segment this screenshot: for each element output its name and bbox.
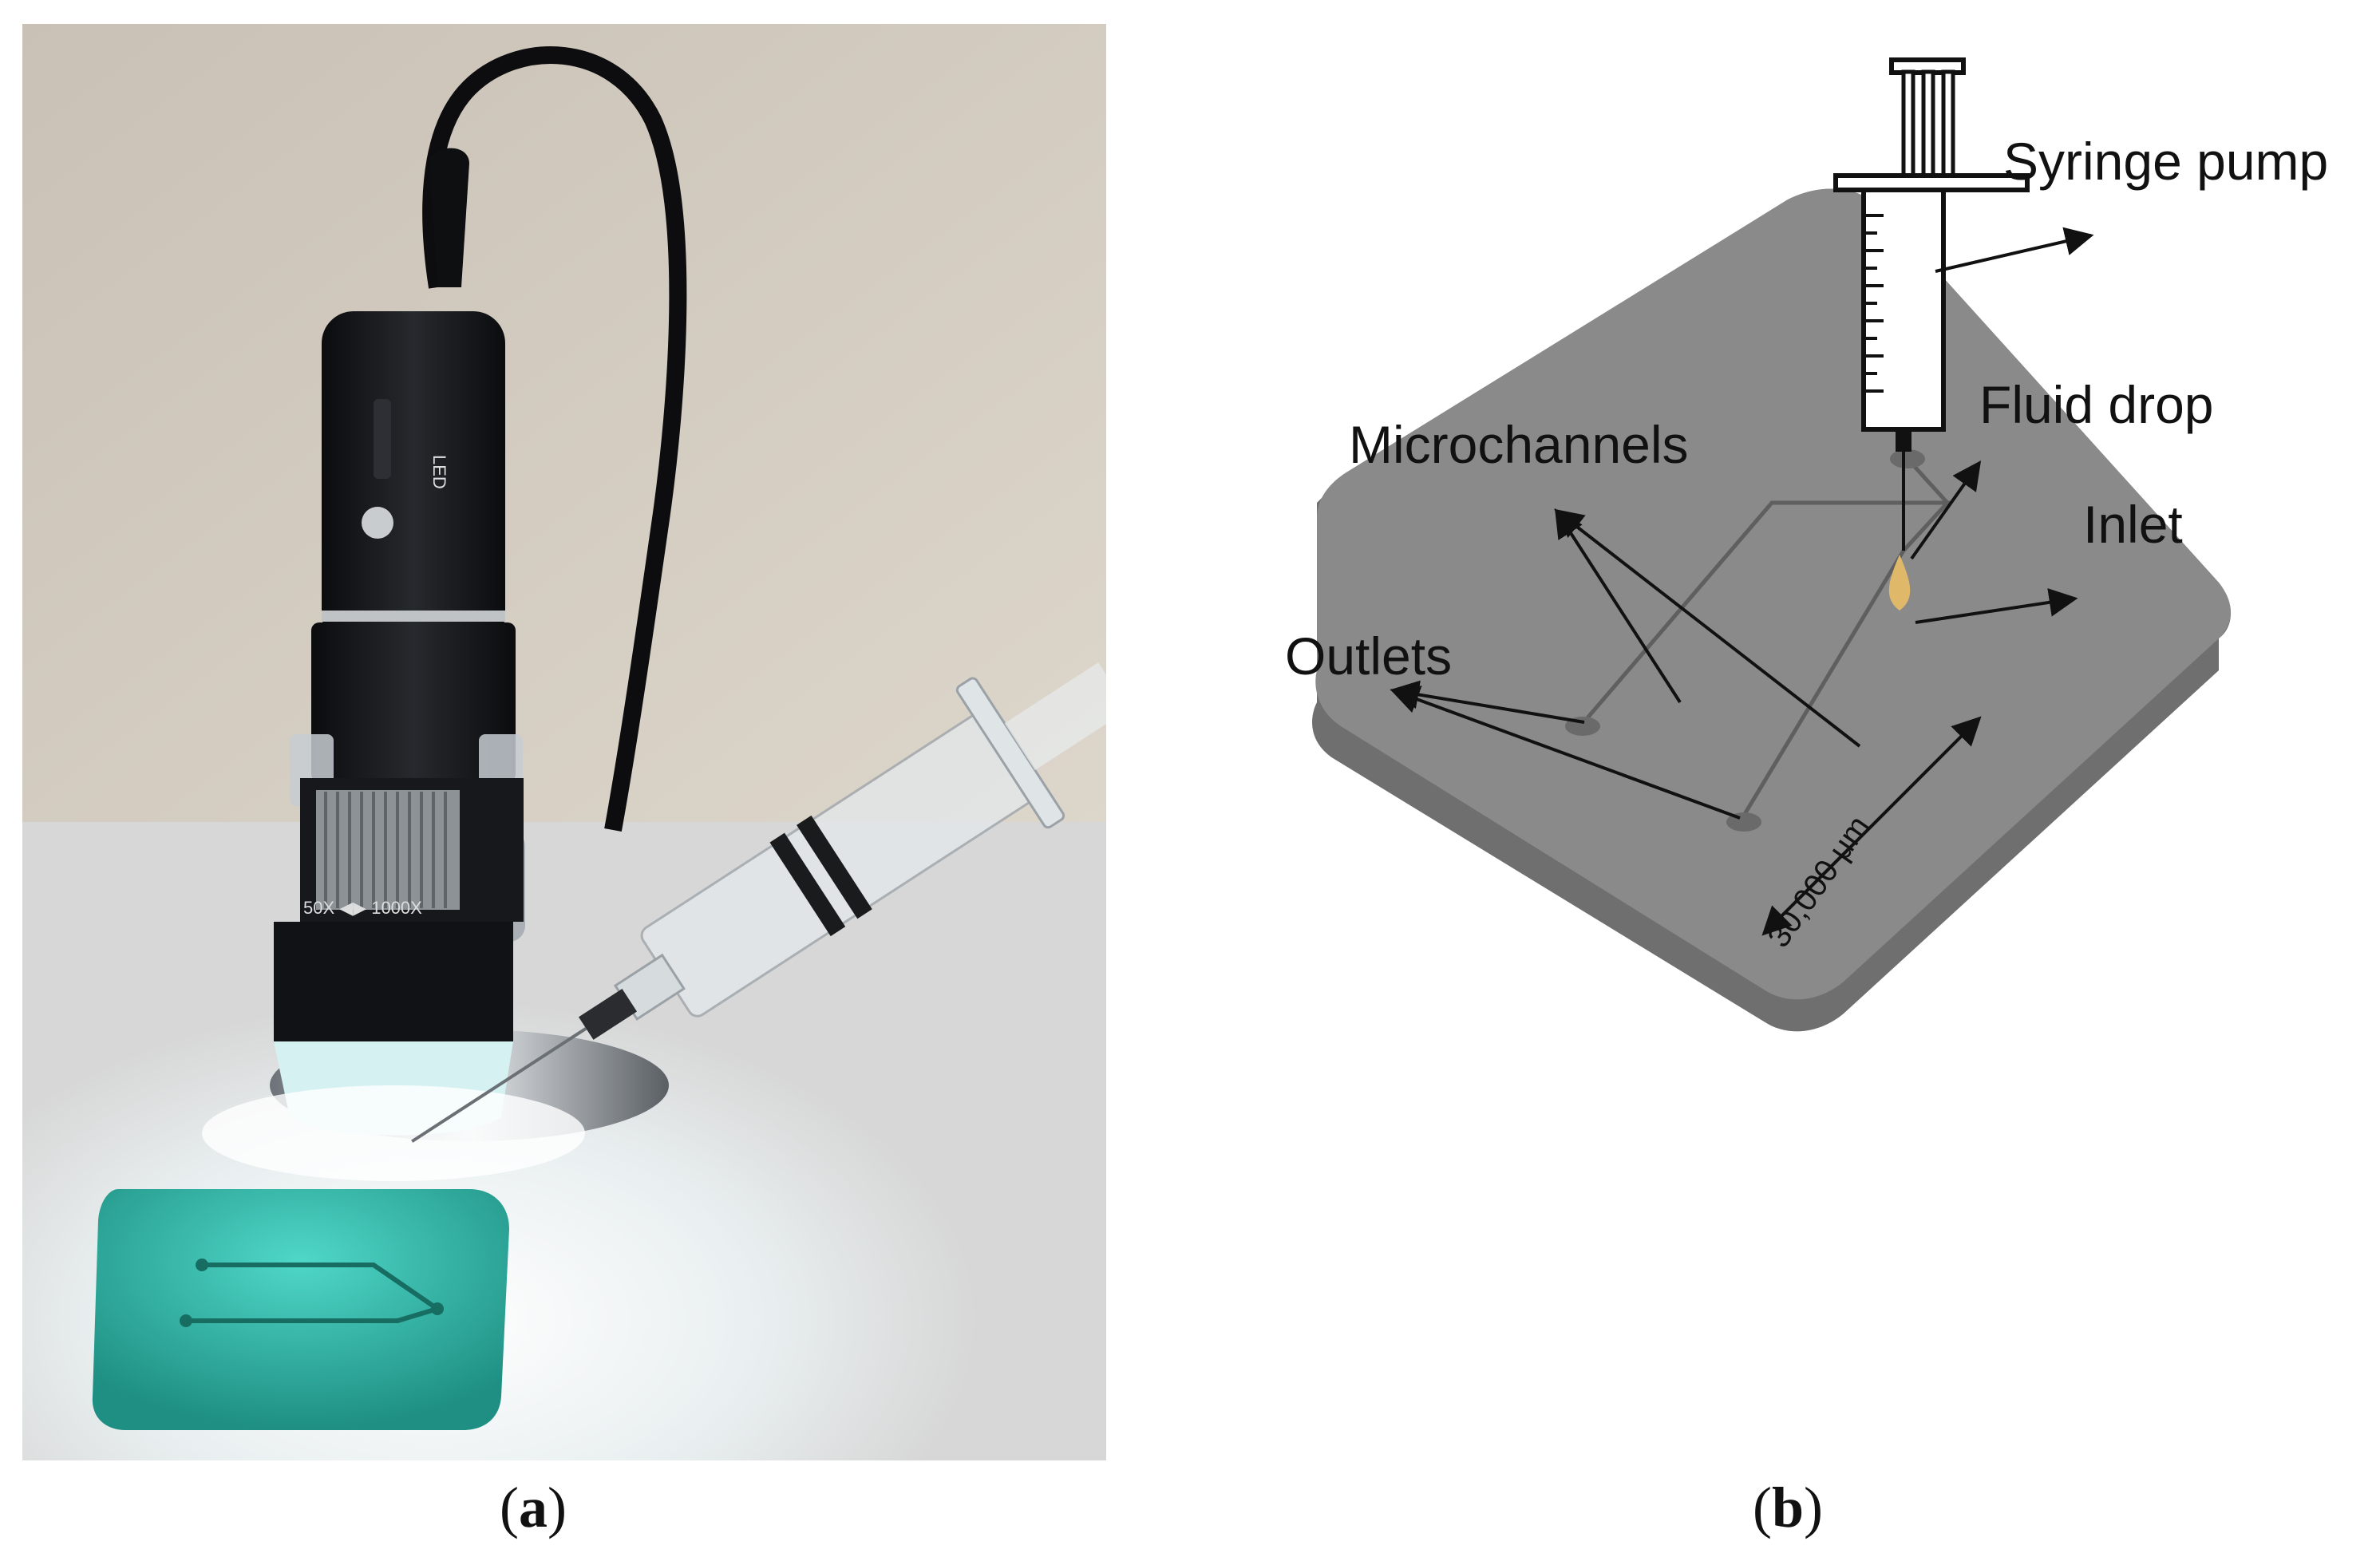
label-outlets: Outlets xyxy=(1285,626,1452,686)
arrow-microchannels-2 xyxy=(1554,508,1861,748)
chip-printed-green xyxy=(92,1189,510,1430)
microscope-body xyxy=(322,311,505,646)
inlet-hole xyxy=(1890,449,1925,468)
photo-microscope-setup: 50X ◀▶ 1000X LED xyxy=(22,24,1106,1460)
needle xyxy=(411,1026,587,1143)
dimension-arrow xyxy=(1761,716,1982,936)
capture-button xyxy=(362,507,393,539)
arrow-outlet-1 xyxy=(1390,680,1585,724)
caption-b: (b) xyxy=(1753,1476,1824,1539)
syringe-pump-drawing xyxy=(1833,57,2030,551)
wall-background xyxy=(22,24,1106,830)
focus-wheel xyxy=(316,790,460,910)
arrow-microchannels-1 xyxy=(1555,508,1682,704)
label-inlet: Inlet xyxy=(2083,495,2183,554)
zoom-range-text: 50X ◀▶ 1000X xyxy=(303,898,422,918)
chip-top xyxy=(1315,188,2231,1000)
led-slider xyxy=(374,399,391,479)
usb-cable xyxy=(422,46,687,832)
label-microchannels: Microchannels xyxy=(1349,415,1689,474)
caption-a: (a) xyxy=(500,1476,567,1539)
led-text: LED xyxy=(429,455,449,489)
label-fluid-drop: Fluid drop xyxy=(1979,375,2214,434)
schematic-diagram: Syringe pump Fluid drop Microchannels In… xyxy=(1285,57,2328,1032)
arrow-inlet xyxy=(1915,588,2078,624)
arrow-fluid-drop xyxy=(1910,460,1982,560)
fluid-drop-shape xyxy=(1888,555,1911,611)
label-syringe-pump: Syringe pump xyxy=(2003,132,2328,191)
arrow-syringe-pump xyxy=(1935,227,2094,273)
arrow-outlet-2 xyxy=(1390,686,1741,820)
